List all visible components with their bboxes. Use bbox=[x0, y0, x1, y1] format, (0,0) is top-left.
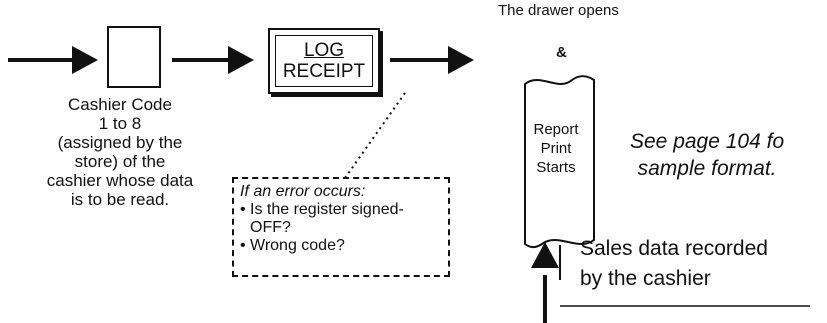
report-line: Print bbox=[540, 140, 572, 157]
page-reference: See page 104 fo sample format. bbox=[630, 128, 784, 182]
log-receipt-line1: LOG bbox=[303, 40, 345, 61]
arrowhead-to-result bbox=[448, 46, 474, 74]
error-note-title: If an error occurs: bbox=[240, 183, 366, 200]
sales-arrowhead bbox=[531, 242, 559, 268]
ampersand: & bbox=[556, 44, 567, 61]
caption-line: 1 to 8 bbox=[98, 114, 142, 133]
arrowhead-entry bbox=[72, 46, 98, 74]
error-item: Is the register signed- OFF? bbox=[240, 201, 442, 237]
report-paper bbox=[524, 75, 595, 248]
arrowhead-to-log-receipt bbox=[228, 46, 254, 74]
caption-line: Cashier Code bbox=[68, 95, 172, 114]
caption-line: is to be read. bbox=[70, 190, 170, 209]
log-receipt-key: LOG RECEIPT bbox=[268, 28, 380, 94]
error-item: Wrong code? bbox=[240, 237, 442, 255]
caption-line: cashier whose data bbox=[46, 171, 194, 190]
sales-data-note: Sales data recorded by the cashier bbox=[580, 234, 768, 294]
sales-line: Sales data recorded bbox=[580, 237, 768, 260]
cashier-code-key bbox=[107, 26, 161, 88]
log-receipt-line2: RECEIPT bbox=[282, 61, 366, 82]
error-note-list: Is the register signed- OFF? Wrong code? bbox=[240, 201, 442, 255]
dotted-leader bbox=[344, 92, 406, 179]
reference-line: sample format. bbox=[637, 157, 777, 180]
reference-line: See page 104 fo bbox=[630, 130, 785, 153]
caption-line: store) of the bbox=[74, 152, 166, 171]
report-print-label: Report Print Starts bbox=[525, 120, 587, 177]
report-line: Starts bbox=[536, 159, 576, 176]
report-line: Report bbox=[533, 121, 579, 138]
error-note-box: If an error occurs: Is the register sign… bbox=[232, 177, 450, 277]
caption-line: (assigned by the bbox=[57, 133, 183, 152]
drawer-opens-text: The drawer opens bbox=[498, 2, 619, 19]
cashier-code-caption: Cashier Code 1 to 8 (assigned by the sto… bbox=[30, 95, 210, 209]
sales-line: by the cashier bbox=[580, 267, 711, 290]
